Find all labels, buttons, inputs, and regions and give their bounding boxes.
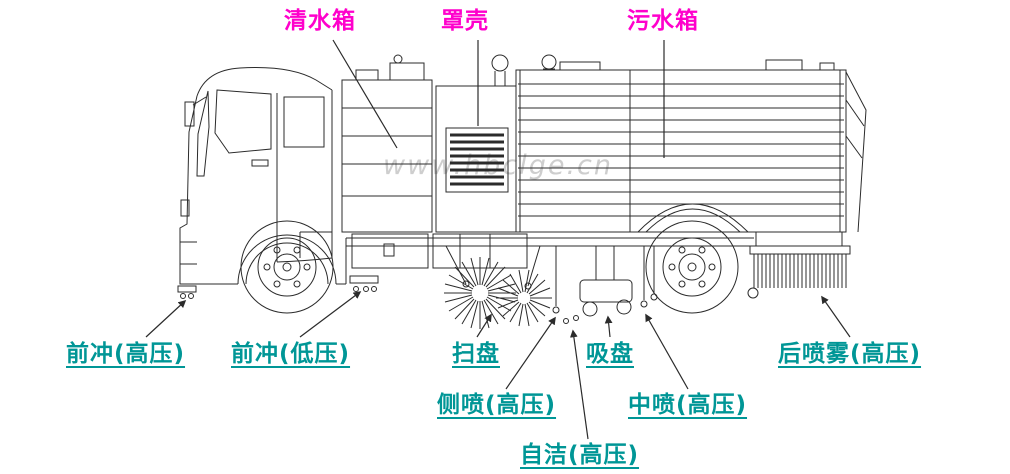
cover-housing xyxy=(435,54,517,233)
rear-fender xyxy=(637,203,749,233)
label-sewage-tank: 污水箱 xyxy=(627,8,699,34)
vent-grille xyxy=(445,127,509,193)
clean-water-tank xyxy=(341,54,433,233)
cab xyxy=(177,67,347,299)
rear-taper xyxy=(845,71,867,233)
mid-spray-nozzles xyxy=(640,246,658,308)
rear-wheel xyxy=(645,220,739,314)
filler-cap xyxy=(355,69,379,81)
front-flush-nozzle-bar xyxy=(177,285,197,293)
toolbox xyxy=(351,233,429,269)
rear-side-window xyxy=(283,96,325,148)
label-self-clean-high[interactable]: 自洁(高压) xyxy=(520,442,640,468)
leader-front-flush-high xyxy=(145,299,187,338)
front-wheel-arch xyxy=(237,234,337,285)
leader-front-flush-low xyxy=(299,291,362,338)
grille-louvers xyxy=(450,133,504,186)
label-cover-housing: 罩壳 xyxy=(441,8,489,34)
leader-sweep-disc xyxy=(476,313,492,338)
self-clean-nozzles xyxy=(563,315,579,324)
leader-lines xyxy=(145,39,851,440)
spray-comb xyxy=(753,254,847,288)
door-handle xyxy=(251,159,269,167)
mirror-arm xyxy=(192,96,207,106)
label-clean-water-tank: 清水箱 xyxy=(284,8,356,34)
label-suction-nozzle[interactable]: 吸盘 xyxy=(586,341,634,367)
windshield xyxy=(196,90,210,177)
chassis xyxy=(346,233,754,292)
sewage-tank-body xyxy=(515,54,867,233)
label-sweep-disc[interactable]: 扫盘 xyxy=(452,341,500,367)
rear-hatch xyxy=(765,59,803,71)
headlight xyxy=(180,199,190,217)
bumper-lines xyxy=(180,241,197,265)
top-hatch xyxy=(559,61,601,71)
mirror xyxy=(184,101,195,127)
door-seam xyxy=(276,93,333,263)
leader-mid-spray xyxy=(645,313,689,390)
suction-nozzle-assembly xyxy=(579,246,633,317)
leader-self-clean xyxy=(569,329,589,440)
leader-side-spray xyxy=(505,316,556,390)
side-spray-nozzle xyxy=(552,246,560,314)
vent-cap xyxy=(491,54,509,72)
label-rear-spray-high[interactable]: 后喷雾(高压) xyxy=(778,341,922,367)
top-vent xyxy=(541,54,557,70)
rear-spray-bar xyxy=(747,232,851,299)
leader-rear-spray xyxy=(821,295,851,338)
front-flush-low-nozzle-bar xyxy=(349,275,379,284)
tank-hatch xyxy=(389,62,425,81)
leader-clean-water-tank xyxy=(332,39,398,149)
front-wheel xyxy=(240,220,334,314)
tank-ribs xyxy=(518,83,844,217)
label-side-spray-high[interactable]: 侧喷(高压) xyxy=(437,392,557,418)
side-window xyxy=(214,89,272,154)
label-mid-spray-high[interactable]: 中喷(高压) xyxy=(628,392,748,418)
label-front-flush-low[interactable]: 前冲(低压) xyxy=(231,341,351,367)
sweep-brush xyxy=(444,245,552,329)
label-front-flush-high[interactable]: 前冲(高压) xyxy=(66,341,186,367)
leader-suction-nozzle xyxy=(604,315,613,338)
